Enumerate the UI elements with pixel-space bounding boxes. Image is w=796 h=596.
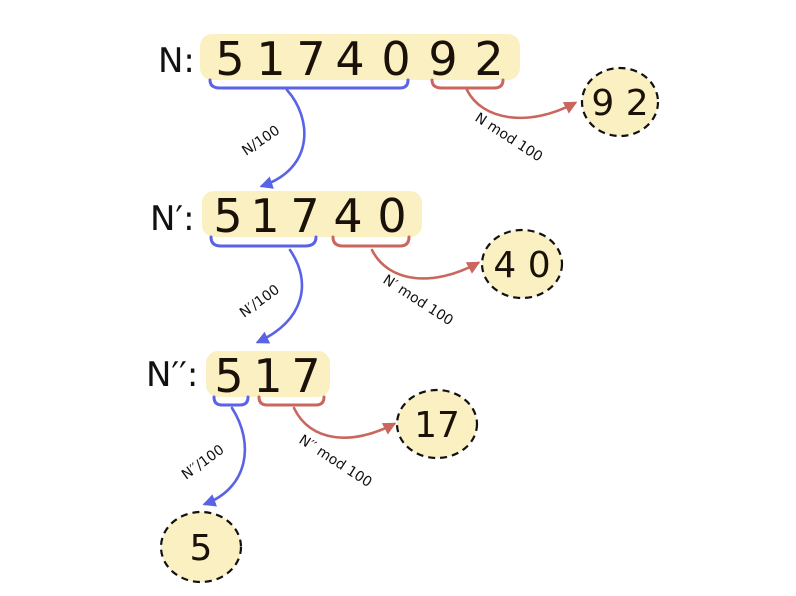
row-n-double-prime-digit-box	[206, 351, 330, 397]
row-n-result-oval	[580, 66, 660, 138]
row-n-double-prime-digit: 5	[214, 349, 243, 403]
row-n-digit: 0	[381, 32, 410, 86]
row-n-prime-remainder-arrow	[370, 248, 481, 280]
row-n: N: 5 1 7 4 0 9 2 N/100 N mod 100 9 2	[158, 32, 660, 189]
row-n-double-prime-remainder-label: N′′ mod 100	[296, 432, 375, 491]
row-n-double-prime-result: 17	[414, 405, 460, 446]
row-n-double-prime-quotient-label: N′′/100	[179, 442, 227, 483]
row-n-double-prime-quotient-bracket	[212, 395, 250, 407]
final-result-value: 5	[190, 528, 213, 569]
row-n-prime-digit: 5	[213, 189, 242, 243]
row-n-double-prime-remainder-bracket	[257, 395, 326, 407]
row-n-prime-quotient-label: N′/100	[237, 282, 283, 321]
row-n-digit-box	[200, 34, 520, 80]
row-n-remainder-arrow	[465, 88, 578, 120]
row-n-quotient-arrow	[259, 88, 306, 189]
row-n-prime-digit: 4	[333, 189, 362, 243]
row-n-prime-label: N′:	[150, 199, 195, 239]
row-n-prime-digit: 0	[377, 189, 406, 243]
row-n-prime-remainder-label: N′ mod 100	[380, 272, 456, 329]
final-result: 5	[159, 510, 243, 584]
row-n-digit: 9	[428, 32, 457, 86]
row-n-prime-digit-box	[202, 191, 422, 237]
row-n-digit: 7	[296, 32, 325, 86]
row-n-digit: 4	[335, 32, 364, 86]
row-n-double-prime-remainder-arrow	[292, 406, 397, 439]
row-n-double-prime-digit: 7	[291, 349, 320, 403]
row-n-prime-quotient-bracket	[209, 235, 318, 248]
row-n-double-prime: N′′: 5 1 7 N′′/100 N′′ mod 100 17	[146, 349, 479, 507]
row-n-double-prime-quotient-arrow	[202, 406, 247, 507]
row-n-digit: 2	[474, 32, 503, 86]
row-n-digit: 1	[256, 32, 285, 86]
row-n-remainder-bracket	[430, 78, 505, 90]
row-n-double-prime-label: N′′:	[146, 355, 198, 395]
row-n-prime-result: 4 0	[493, 245, 550, 286]
row-n-quotient-bracket	[208, 78, 410, 90]
row-n-digit: 5	[215, 32, 244, 86]
row-n-prime-result-oval	[480, 228, 564, 300]
row-n-result: 9 2	[591, 83, 648, 124]
row-n-prime-quotient-arrow	[255, 248, 304, 344]
row-n-prime: N′: 5 1 7 4 0 N′/100 N′ mod 100 4 0	[150, 189, 564, 344]
row-n-double-prime-digit: 1	[253, 349, 282, 403]
final-result-oval	[159, 510, 243, 584]
row-n-prime-digit: 7	[290, 189, 319, 243]
row-n-label: N:	[158, 41, 195, 81]
row-n-quotient-label: N/100	[239, 123, 283, 160]
row-n-prime-digit: 1	[250, 189, 279, 243]
row-n-double-prime-result-oval	[395, 388, 479, 460]
row-n-prime-remainder-bracket	[331, 235, 411, 248]
